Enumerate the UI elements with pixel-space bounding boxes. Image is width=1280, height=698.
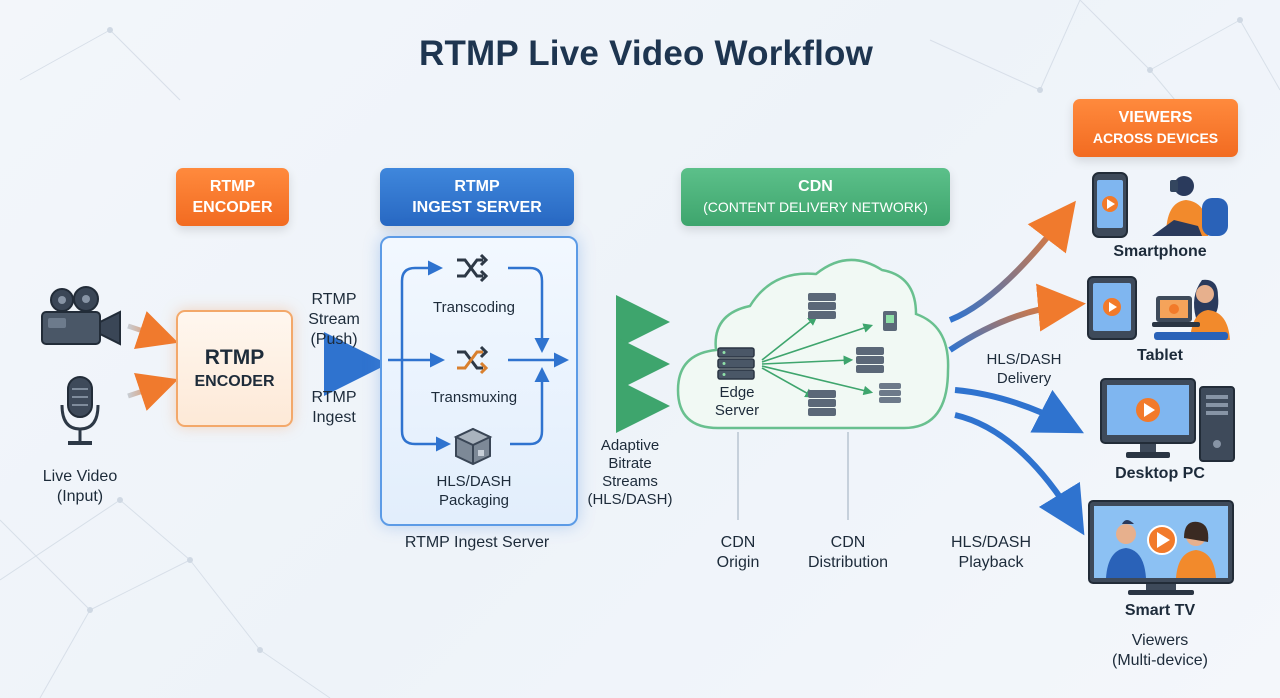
- cdn-node-server-icon: [878, 382, 902, 409]
- cdn-header-line2: (CONTENT DELIVERY NETWORK): [703, 199, 928, 215]
- adaptive-line3: Streams: [602, 473, 658, 490]
- live-video-label-line1: Live Video: [42, 468, 118, 485]
- smartphone-label: Smartphone: [1113, 243, 1207, 260]
- person-with-laptop-icon: [1150, 274, 1236, 347]
- adaptive-line4: (HLS/DASH): [587, 491, 673, 508]
- page-title: RTMP Live Video Workflow: [418, 34, 874, 73]
- encoder-header-badge: RTMP ENCODER: [176, 168, 289, 226]
- viewers-header-line2: ACROSS DEVICES: [1092, 130, 1219, 146]
- tablet-icon: [1087, 276, 1137, 345]
- viewers-header-badge: VIEWERS ACROSS DEVICES: [1073, 99, 1238, 157]
- desktop-monitor-icon: [1100, 378, 1196, 465]
- viewers-caption-line2: (Multi-device): [1111, 652, 1208, 669]
- hls-dash-delivery-label: HLS/DASH Delivery: [974, 350, 1074, 388]
- edge-server-label: Edge Server: [702, 384, 772, 420]
- transcoding-shuffle-icon: [455, 253, 489, 287]
- smart-tv-label: Smart TV: [1124, 602, 1196, 619]
- tablet-label: Tablet: [1137, 347, 1183, 364]
- transcoding-label: Transcoding: [433, 299, 515, 316]
- rtmp-stream-push-label: RTMP Stream (Push): [296, 290, 372, 350]
- encoder-header-line1: RTMP: [209, 178, 256, 195]
- packaging-line2: Packaging: [438, 492, 510, 509]
- cdn-distribution-line2: Distribution: [807, 554, 889, 571]
- playback-line2: Playback: [958, 554, 1024, 571]
- edge-server-icon: [716, 346, 756, 387]
- ingest-server-caption: RTMP Ingest Server: [404, 534, 550, 551]
- viewers-multi-device-label: Viewers (Multi-device): [1090, 631, 1230, 671]
- ingest-to-cdn-arrows: [585, 295, 670, 433]
- desktop-tower-icon: [1199, 386, 1235, 467]
- ingest-flow-lines: [388, 260, 569, 452]
- rtmp-encoder-box: RTMP ENCODER: [176, 310, 293, 427]
- encoder-box-line1: RTMP: [204, 345, 265, 369]
- adaptive-line2: Bitrate: [608, 455, 652, 472]
- cdn-distribution-label: CDN Distribution: [793, 533, 903, 573]
- cdn-node-server-icon: [855, 346, 885, 379]
- rtmp-ingest-line2: Ingest: [312, 409, 356, 426]
- packaging-line1: HLS/DASH: [436, 473, 512, 490]
- live-video-input-label: Live Video (Input): [20, 467, 140, 507]
- cdn-drop-lines: [737, 432, 849, 520]
- smartphone-icon: [1092, 172, 1128, 243]
- encoder-header-line2: ENCODER: [192, 199, 273, 216]
- stream-push-line3: (Push): [310, 331, 358, 348]
- cdn-origin-line2: Origin: [716, 554, 760, 571]
- person-with-phone-icon: [1148, 170, 1230, 245]
- mic-to-encoder-arrow: [127, 372, 179, 411]
- cdn-node-device-icon: [878, 310, 900, 337]
- cdn-header-badge: CDN (CONTENT DELIVERY NETWORK): [681, 168, 950, 226]
- adaptive-line1: Adaptive: [600, 437, 660, 454]
- microphone-icon: [56, 375, 104, 452]
- desktop-pc-label: Desktop PC: [1115, 465, 1205, 482]
- encoder-box-line2: ENCODER: [194, 372, 275, 390]
- rtmp-ingest-line1: RTMP: [311, 389, 357, 406]
- rtmp-ingest-label: RTMP Ingest: [296, 388, 372, 428]
- package-box-icon: [453, 426, 493, 471]
- ingest-header-line2: INGEST SERVER: [412, 199, 542, 216]
- cdn-header-line1: CDN: [798, 178, 833, 195]
- transmuxing-shuffle-icon: [455, 345, 489, 379]
- ingest-header-badge: RTMP INGEST SERVER: [380, 168, 574, 226]
- delivery-line2: Delivery: [996, 370, 1052, 387]
- stream-push-line2: Stream: [308, 311, 360, 328]
- hls-dash-packaging-label: HLS/DASH Packaging: [410, 472, 538, 510]
- viewers-caption-line1: Viewers: [1131, 632, 1189, 649]
- delivery-line1: HLS/DASH: [986, 351, 1062, 368]
- cdn-origin-line1: CDN: [720, 534, 756, 551]
- edge-server-line2: Server: [714, 402, 760, 419]
- smart-tv-icon: [1088, 500, 1234, 601]
- transmuxing-label: Transmuxing: [430, 389, 518, 406]
- cdn-origin-label: CDN Origin: [698, 533, 778, 573]
- cdn-distribution-line1: CDN: [830, 534, 866, 551]
- cdn-node-server-icon: [807, 292, 837, 325]
- cdn-node-server-icon: [807, 389, 837, 422]
- edge-server-line1: Edge: [719, 384, 755, 401]
- hls-dash-playback-label: HLS/DASH Playback: [938, 533, 1044, 573]
- live-video-label-line2: (Input): [56, 488, 104, 505]
- adaptive-bitrate-label: Adaptive Bitrate Streams (HLS/DASH): [578, 437, 682, 509]
- playback-line1: HLS/DASH: [950, 534, 1032, 551]
- video-camera-icon: [40, 286, 122, 353]
- stream-push-line1: RTMP: [311, 291, 357, 308]
- viewers-header-line1: VIEWERS: [1118, 109, 1193, 126]
- ingest-header-line1: RTMP: [454, 178, 500, 195]
- camera-to-encoder-arrow: [127, 311, 179, 350]
- cdn-to-devices-arrows: [948, 200, 1086, 536]
